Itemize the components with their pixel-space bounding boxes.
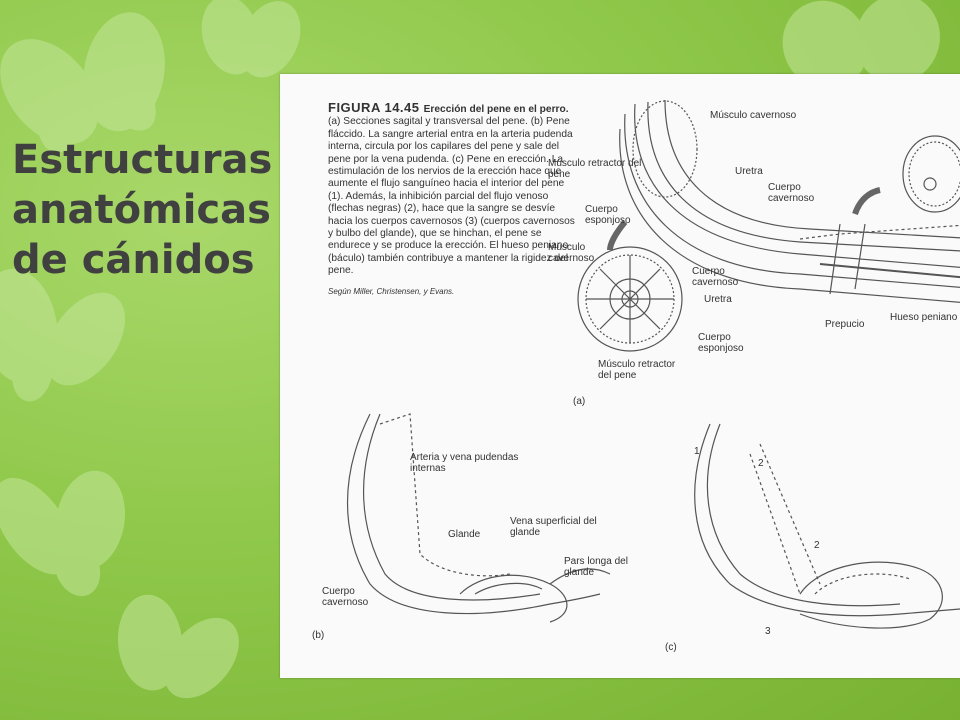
label-uretra-top: Uretra bbox=[735, 166, 763, 177]
figure-number: FIGURA 14.45 bbox=[328, 100, 424, 115]
panel-label-c: (c) bbox=[665, 642, 677, 653]
label-cuerpo-cavernoso-top: Cuerpo cavernoso bbox=[768, 182, 815, 204]
title-line-2: anatómicas bbox=[12, 187, 271, 233]
label-musculo-cavernoso-left: Músculo cavernoso bbox=[548, 242, 595, 264]
sagittal-section-drawing bbox=[619, 99, 960, 303]
figure-caption-body: (a) Secciones sagital y transversal del … bbox=[328, 116, 575, 277]
arrow-to-small-section bbox=[852, 187, 881, 216]
label-number-2b: 2 bbox=[814, 540, 820, 551]
label-cuerpo-esponjoso-cross: Cuerpo esponjoso bbox=[698, 332, 744, 354]
label-musculo-retractor-top: Músculo retractor del pene bbox=[548, 158, 642, 180]
erect-penis-drawing bbox=[694, 423, 960, 629]
label-cuerpo-cavernoso-cross: Cuerpo cavernoso bbox=[692, 266, 739, 288]
label-number-2a: 2 bbox=[758, 458, 764, 469]
anatomy-figure: FIGURA 14.45 Erección del pene en el per… bbox=[280, 74, 960, 678]
butterfly-shape-5 bbox=[782, 0, 940, 90]
label-glande: Glande bbox=[448, 529, 481, 540]
butterfly-shape-2 bbox=[0, 268, 126, 402]
label-pars-longa: Pars longa del glande bbox=[564, 556, 628, 578]
cross-section-small-drawing bbox=[902, 135, 960, 213]
label-arteria-vena: Arteria y vena pudendas internas bbox=[410, 452, 519, 474]
label-musculo-cavernoso-top: Músculo cavernoso bbox=[710, 110, 797, 121]
butterfly-shape-3 bbox=[0, 470, 126, 597]
butterfly-shape-6 bbox=[201, 0, 301, 78]
slide-title: Estructuras anatómicas de cánidos bbox=[12, 135, 272, 285]
label-hueso-peniano: Hueso peniano bbox=[890, 312, 958, 323]
label-cuerpo-cavernoso-b: Cuerpo cavernoso bbox=[322, 586, 369, 608]
label-number-3: 3 bbox=[765, 626, 771, 637]
label-musculo-retractor-cross: Músculo retractor del pene bbox=[598, 359, 676, 381]
figure-caption: FIGURA 14.45 Erección del pene en el per… bbox=[328, 100, 578, 298]
label-cuerpo-esponjoso-top: Cuerpo esponjoso bbox=[585, 204, 631, 226]
anatomy-illustration bbox=[346, 99, 960, 629]
butterfly-shape-4 bbox=[117, 594, 239, 699]
label-vena-superficial: Vena superficial del glande bbox=[510, 516, 597, 538]
title-line-3: de cánidos bbox=[12, 237, 255, 283]
panel-label-a: (a) bbox=[573, 396, 586, 407]
label-uretra-cross: Uretra bbox=[704, 294, 732, 305]
figure-source: Según Miller, Christensen, y Evans. bbox=[328, 286, 455, 296]
panel-label-b: (b) bbox=[312, 630, 325, 641]
flaccid-penis-drawing bbox=[346, 413, 611, 623]
figure-heading: Erección del pene en el perro. bbox=[423, 104, 569, 115]
arrow-to-cross-section bbox=[607, 220, 628, 251]
cross-section-large-drawing bbox=[577, 246, 683, 352]
title-line-1: Estructuras bbox=[12, 137, 273, 183]
label-number-1: 1 bbox=[694, 446, 700, 457]
butterfly-shape-1 bbox=[0, 12, 165, 153]
label-prepucio: Prepucio bbox=[825, 319, 865, 330]
